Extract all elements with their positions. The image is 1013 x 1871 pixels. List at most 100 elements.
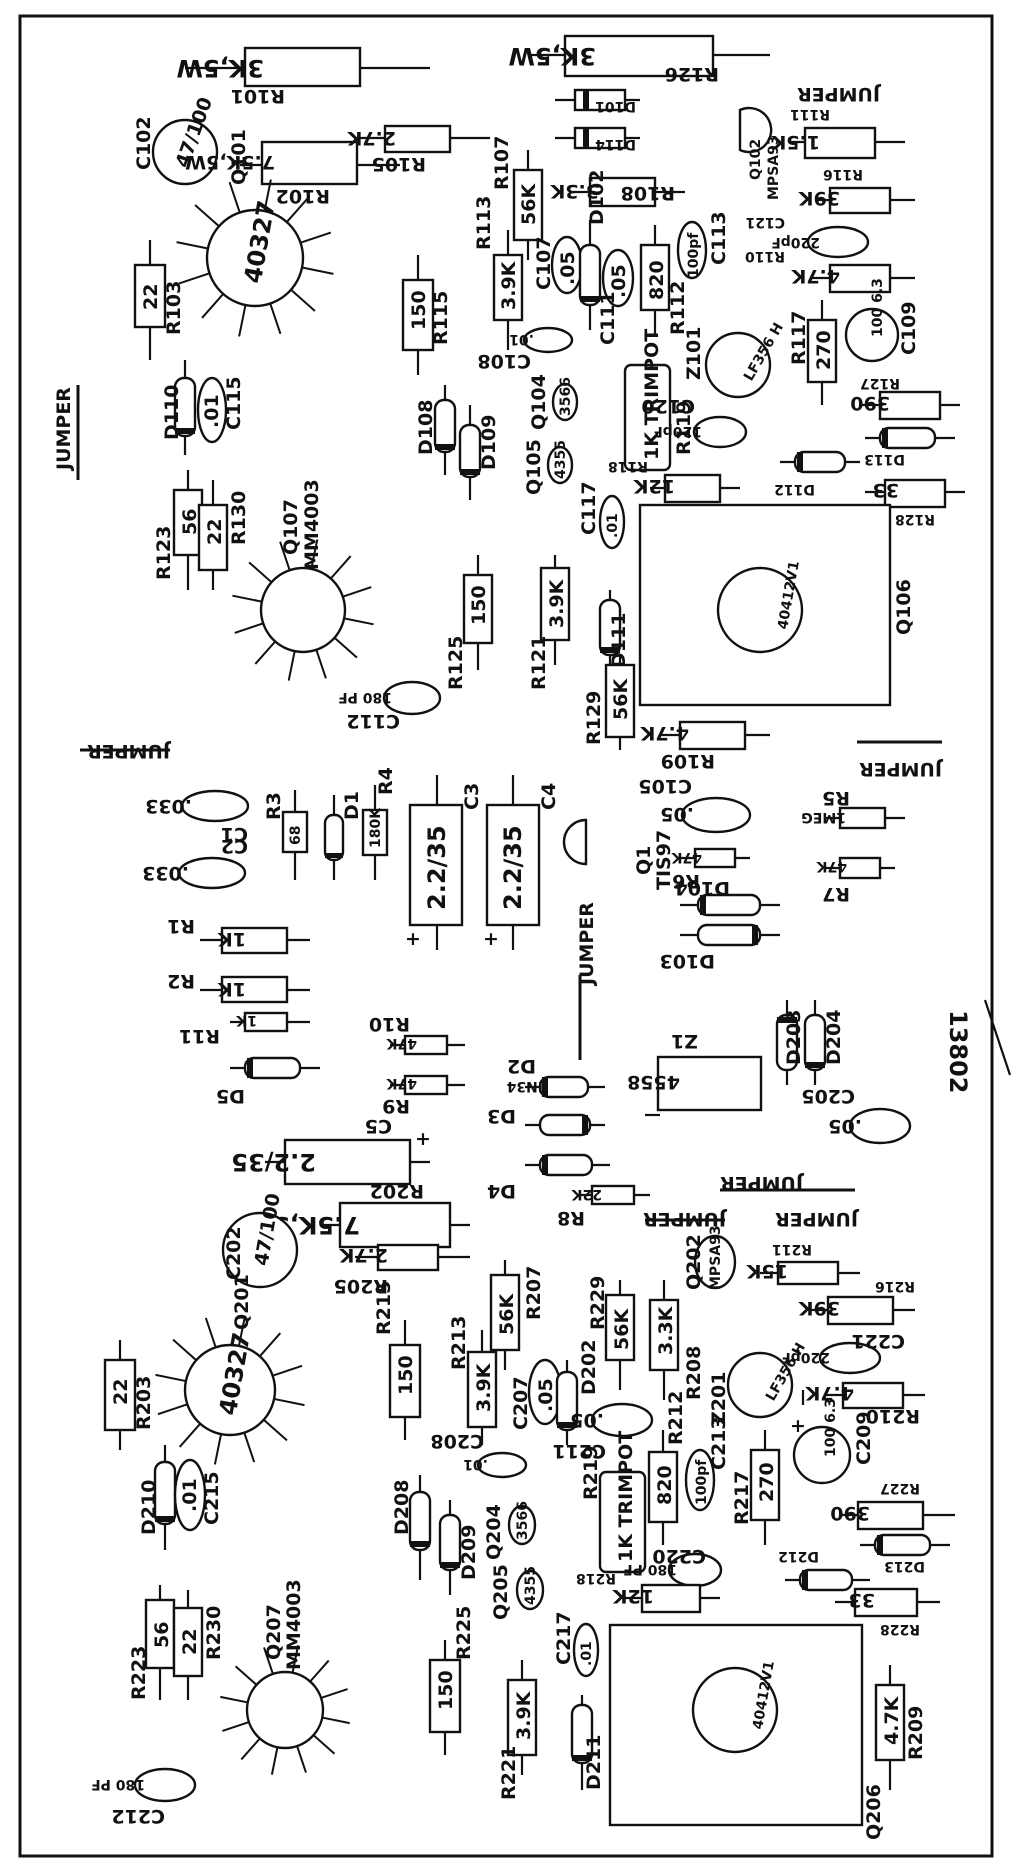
c2-value: .033 <box>142 862 189 884</box>
c115-value: .01 <box>201 394 223 428</box>
diode-d110 <box>173 376 197 438</box>
diode-d3 <box>538 1113 592 1137</box>
resistor-r108 <box>588 176 657 208</box>
diode-d102 <box>578 243 602 307</box>
transistor-q1 <box>562 818 588 866</box>
r221-value: 3.9K <box>513 1690 535 1740</box>
r2-value: 1K <box>217 978 246 1000</box>
diode-d5 <box>243 1056 302 1080</box>
diode-d2 <box>538 1075 590 1099</box>
jumper-label: JUMPER <box>53 387 75 472</box>
r123-label: R123 <box>153 526 175 580</box>
r103-label: R103 <box>163 281 185 335</box>
resistor-r110 <box>828 263 892 294</box>
capacitor-c115 <box>196 376 228 444</box>
d203-label: D203 <box>783 1010 805 1065</box>
r216-value: 39K <box>798 1297 840 1319</box>
resistor-r115 <box>401 278 435 352</box>
jumper-label: JUMPER <box>859 758 944 780</box>
resistor-r217 <box>749 1448 781 1522</box>
capacitor-c208 <box>476 1451 528 1479</box>
r1-label: R1 <box>167 915 195 937</box>
resistor-r207 <box>489 1273 521 1352</box>
resistor-r210 <box>841 1381 905 1410</box>
resistor-r10 <box>403 1034 449 1056</box>
transistor-q204 <box>507 1504 537 1546</box>
r109-value: 4.7K <box>639 722 689 744</box>
d210-label: D210 <box>138 1480 160 1535</box>
r227-label: R227 <box>880 1480 920 1496</box>
jumper-label: JUMPER <box>576 902 598 987</box>
r229-value: 56K <box>611 1308 633 1350</box>
r223-label: R223 <box>128 1646 150 1700</box>
c209-value: 100 6.3 <box>823 1398 839 1457</box>
resistor-r102 <box>260 140 359 186</box>
transistor-q207 <box>220 1645 350 1775</box>
d103-label: D103 <box>660 950 715 972</box>
c108-label: C108 <box>477 350 531 372</box>
c220-value: 180 PF <box>623 1561 677 1577</box>
c208-label: C208 <box>430 1430 484 1452</box>
r217-label: R217 <box>731 1471 753 1525</box>
r123-value: 56 <box>179 509 201 535</box>
c109-value: 100 6.3 <box>870 278 886 337</box>
r113-value: 3.9K <box>498 260 520 310</box>
heatsink-fin <box>240 1737 261 1761</box>
r212-label: R212 <box>665 1391 687 1445</box>
q1-value: TIS97 <box>653 830 675 890</box>
capacitor-c112 <box>382 680 442 716</box>
capacitor-c1 <box>180 789 250 823</box>
heatsink-fin <box>220 1695 248 1704</box>
q206-label: Q206 <box>863 1784 885 1840</box>
c113-label: C113 <box>708 211 730 265</box>
c105-label: C105 <box>638 775 692 797</box>
resistor-r229 <box>604 1293 636 1362</box>
transistor-q102 <box>738 106 773 154</box>
heatsink-fin <box>232 594 263 603</box>
r3-value: 68 <box>288 826 304 845</box>
resistor-r117 <box>806 318 838 384</box>
r223-value: 56 <box>151 1622 173 1648</box>
c3-value: 2.2/35 <box>423 825 451 910</box>
diode-d1 <box>323 813 345 862</box>
r108-value: 3.3K <box>549 180 599 202</box>
c108-value: .01 <box>509 331 534 347</box>
r6-value: 47K <box>671 849 702 865</box>
heatsink-fin <box>157 1403 188 1416</box>
c1-label: C1 <box>221 823 248 845</box>
q204-value: 3566 <box>515 1501 531 1540</box>
capacitor-c215 <box>173 1458 207 1532</box>
c205-value: .05 <box>828 1115 862 1137</box>
r108-label: R108 <box>621 182 675 204</box>
r110-value: 4.7K <box>790 265 840 287</box>
c208-value: .01 <box>463 1456 488 1472</box>
d2-label: D2 <box>507 1055 536 1077</box>
q107-label: Q107 <box>280 499 302 555</box>
r213-value: 3.9K <box>473 1362 495 1412</box>
resistor-r103 <box>133 263 167 329</box>
resistor-r230 <box>172 1606 204 1678</box>
r125-value: 150 <box>468 585 490 625</box>
heatsink-fin <box>155 1373 187 1383</box>
r116-value: 39K <box>798 187 840 209</box>
heatsink-fin <box>291 1645 300 1673</box>
r217-value: 270 <box>756 1462 778 1502</box>
c102-label: C102 <box>133 116 155 170</box>
c205-label: C205 <box>801 1085 855 1107</box>
r119-label: R119 <box>673 401 695 455</box>
q201-label: Q201 <box>231 1274 253 1330</box>
c111-label: C111 <box>597 291 619 345</box>
c115-label: C115 <box>223 376 245 430</box>
heatsink-fin <box>270 1747 279 1775</box>
q1-label: Q1 <box>633 846 655 875</box>
r128-value: 33 <box>873 479 899 501</box>
q101-label: Q101 <box>228 129 250 185</box>
r9-label: R9 <box>382 1095 410 1117</box>
r205-value: 2.7K <box>338 1244 388 1266</box>
r117-value: 270 <box>813 330 835 370</box>
d202-label: D202 <box>578 1340 600 1395</box>
c117-value: .01 <box>605 513 621 538</box>
d101-label: D101 <box>595 98 636 114</box>
diode-d204 <box>803 1013 827 1072</box>
